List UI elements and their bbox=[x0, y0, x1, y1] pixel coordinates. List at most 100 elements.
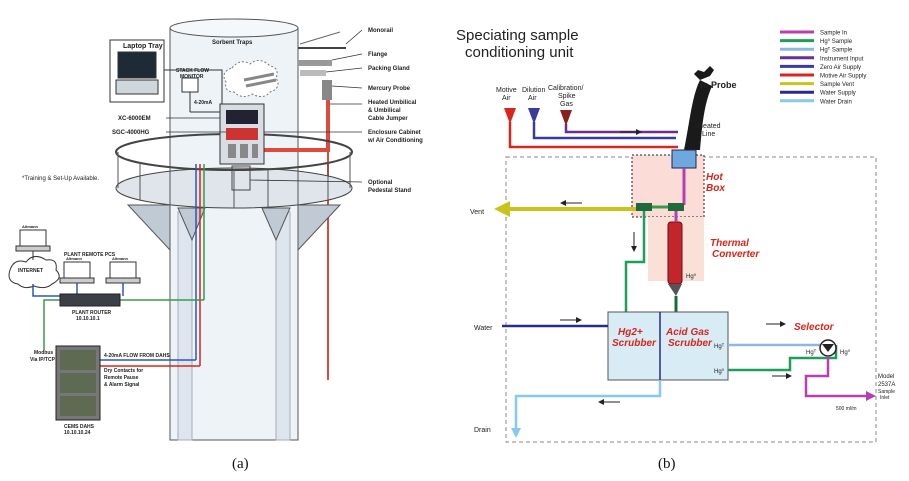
sorbent-trap-tube bbox=[245, 78, 277, 88]
label-thermal-2: Converter bbox=[712, 249, 760, 260]
label-flange: Flange bbox=[368, 52, 388, 58]
hg0-bypass-to-scrubber bbox=[624, 211, 646, 312]
legend-label: Sample In bbox=[820, 31, 847, 37]
legend-label: Water Drain bbox=[820, 99, 852, 105]
stack-column bbox=[177, 211, 193, 441]
tee-fitting bbox=[668, 203, 684, 211]
label-water: Water bbox=[474, 325, 493, 332]
label-heated-line-1: Heated bbox=[698, 123, 721, 130]
label-plant-router: PLANT ROUTER bbox=[72, 310, 112, 316]
converter-outlet bbox=[668, 284, 682, 296]
label-internet: INTERNET bbox=[18, 268, 43, 274]
label-hot-box-1: Hot bbox=[706, 172, 723, 183]
instrument-arrow bbox=[866, 391, 876, 401]
dilution-air-line bbox=[532, 122, 676, 140]
probe-heater-block bbox=[671, 149, 697, 169]
scrubber-block bbox=[607, 311, 729, 381]
flow-arrow-head bbox=[598, 399, 604, 405]
calibration-gas-funnel bbox=[560, 110, 572, 126]
stack-column bbox=[275, 211, 291, 441]
laptop-screen bbox=[117, 51, 157, 79]
label-model-1: Model bbox=[878, 374, 894, 380]
label-brand-3: Altmann bbox=[112, 256, 129, 261]
vent-arrow bbox=[494, 201, 510, 217]
label-to-probe: to Probe bbox=[700, 80, 737, 90]
label-flow-rate: 500 ml/m bbox=[836, 406, 857, 412]
label-vent: Vent bbox=[470, 209, 484, 216]
label-modbus: Modbus bbox=[34, 350, 53, 356]
mercury-probe-part bbox=[322, 80, 332, 100]
label-selector: Selector bbox=[794, 322, 835, 333]
label-model-4: Inlet bbox=[880, 395, 890, 401]
label-router-ip: 10.10.10.1 bbox=[76, 316, 100, 322]
label-dry-contacts-3: & Alarm Signal bbox=[104, 382, 140, 388]
label-converter-hg0: Hg⁰ bbox=[686, 273, 697, 280]
label-sorbent-traps: Sorbent Traps bbox=[212, 40, 253, 46]
label-dilution-2: Air bbox=[528, 95, 537, 102]
label-calibration-2: Spike bbox=[558, 93, 576, 100]
label-dilution-1: Dilution bbox=[522, 87, 545, 94]
legend-label: Hg⁰ Sample bbox=[820, 38, 853, 45]
label-cems-ip: 10.10.10.24 bbox=[64, 430, 91, 436]
label-flow-from-dahs: 4-20mA FLOW FROM DAHS bbox=[104, 353, 170, 359]
label-cable-jumper: Cable Jumper bbox=[368, 116, 408, 122]
title-line-2: conditioning unit bbox=[465, 44, 574, 61]
label-calibration-3: Gas bbox=[560, 101, 573, 108]
remote-pc-base bbox=[105, 277, 141, 284]
panel-b: Speciating sample conditioning unit bbox=[456, 27, 895, 472]
water-drain-line bbox=[514, 380, 662, 430]
flow-arrow-head bbox=[786, 373, 792, 379]
label-calibration-1: Calibration/ bbox=[548, 85, 583, 92]
legend-label: Sample Vent bbox=[820, 82, 854, 88]
label-acid-gas-2: Scrubber bbox=[668, 338, 713, 349]
label-heated-line-2: Line bbox=[702, 131, 715, 138]
label-air-conditioning: w/ Air Conditioning bbox=[367, 138, 423, 144]
remote-pc bbox=[63, 261, 91, 279]
label-via-ip: Via IP/TCP bbox=[30, 357, 56, 363]
label-mercury-probe: Mercury Probe bbox=[368, 86, 411, 92]
label-xc-6000em: XC-6000EM bbox=[118, 116, 151, 122]
label-hot-box-2: Box bbox=[706, 183, 725, 194]
label-cems-dahs: CEMS DAHS bbox=[64, 424, 95, 430]
label-motive-2: Air bbox=[502, 95, 511, 102]
sgc-4000hg-unit bbox=[226, 128, 258, 140]
laptop-tray-leader bbox=[164, 69, 223, 104]
tee-fitting bbox=[636, 203, 652, 211]
label-drain: Drain bbox=[474, 427, 491, 434]
probe-body bbox=[684, 80, 712, 150]
label-dry-contacts-1: Dry Contacts for bbox=[104, 368, 143, 374]
remote-pc-base bbox=[15, 245, 51, 252]
remote-pc-base bbox=[59, 277, 95, 284]
label-enclosure-cabinet: Enclosure Cabinet bbox=[368, 130, 421, 136]
legend-label: Motive Air Supply bbox=[820, 74, 866, 80]
label-brand-2: Altmann bbox=[66, 256, 83, 261]
motive-air-line bbox=[508, 122, 678, 149]
label-packing-gland: Packing Gland bbox=[368, 66, 410, 72]
caption-a: (a) bbox=[232, 456, 249, 472]
label-dry-contacts-2: Remote Pause bbox=[104, 375, 139, 381]
label-laptop-tray: Laptop Tray bbox=[123, 43, 163, 50]
label-pedestal-stand: Pedestal Stand bbox=[368, 188, 411, 194]
rack-unit bbox=[60, 350, 96, 370]
label-sel-hg0: Hg⁰ bbox=[840, 349, 851, 356]
probe-tip bbox=[694, 66, 714, 80]
selector-valve-handle bbox=[822, 344, 834, 352]
label-stack-flow-1: STACK FLOW bbox=[176, 68, 209, 74]
panel-a: Laptop Tray Sorbent Traps Monorail Flang… bbox=[8, 18, 423, 472]
thermal-converter bbox=[667, 221, 683, 285]
caption-b: (b) bbox=[658, 456, 676, 472]
pedestal-stand bbox=[231, 165, 251, 191]
label-monorail: Monorail bbox=[368, 28, 393, 34]
label-acid-gas-1: Acid Gas bbox=[665, 327, 710, 338]
label-motive-1: Motive bbox=[496, 87, 517, 94]
legend-label: Instrument Input bbox=[820, 56, 864, 62]
label-training: *Training & Set-Up Available. bbox=[22, 176, 99, 182]
instrument-input-line bbox=[804, 356, 868, 398]
label-thermal-1: Thermal bbox=[710, 238, 749, 249]
label-plant-remote-pcs: PLANT REMOTE PCS bbox=[64, 252, 116, 258]
label-ma-signal: 4-20mA bbox=[194, 100, 212, 106]
title-line-1: Speciating sample bbox=[456, 27, 579, 44]
label-umbilical: & Umbilical bbox=[368, 108, 401, 114]
